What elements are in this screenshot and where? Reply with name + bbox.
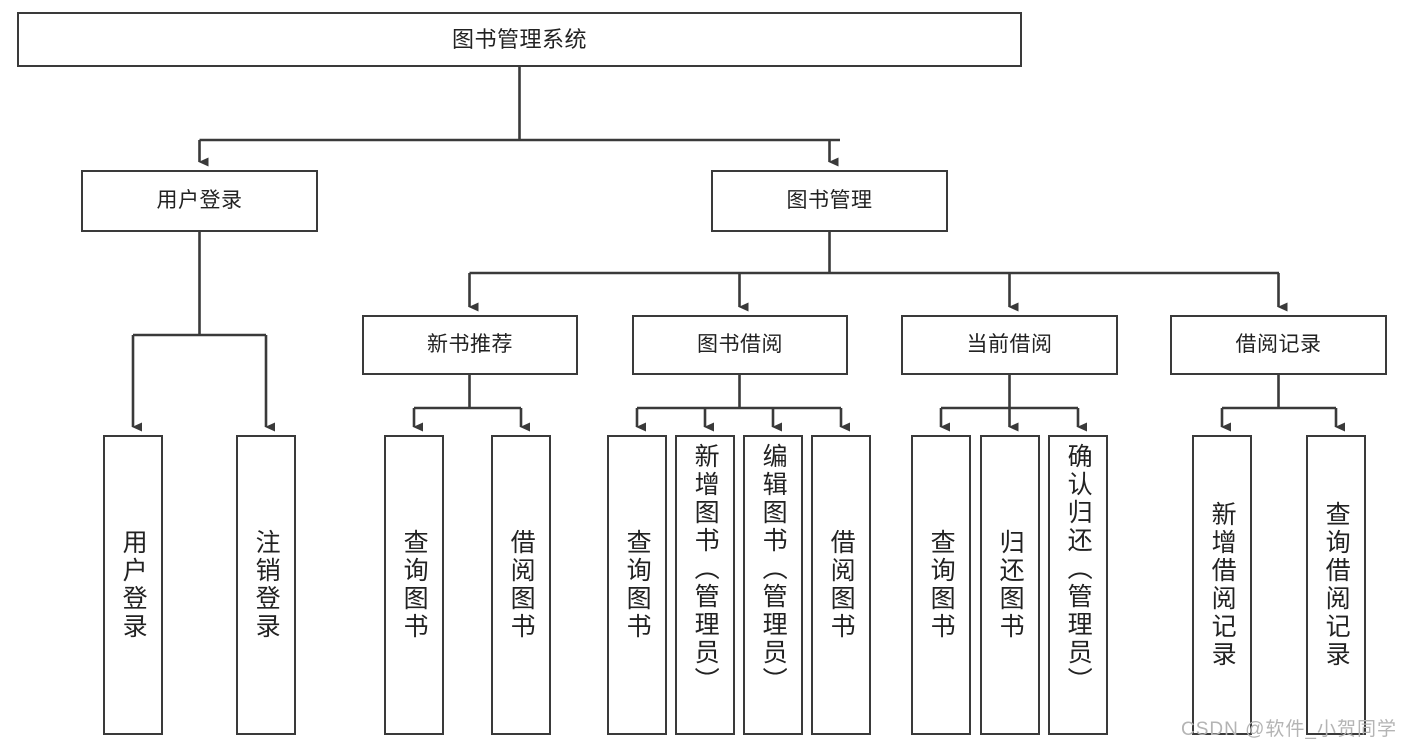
node-leaf-user-login-label: 用户登录: [119, 529, 148, 641]
node-leaf-query-book-1[interactable]: 查询图书: [384, 435, 444, 735]
node-book-manage-label: 图书管理: [786, 188, 873, 212]
node-leaf-logout-label: 注销登录: [252, 529, 281, 641]
node-leaf-add-record-label: 新增借阅记录: [1208, 501, 1237, 669]
node-leaf-borrow-book-2[interactable]: 借阅图书: [811, 435, 871, 735]
node-new-book-recommend[interactable]: 新书推荐: [362, 315, 578, 375]
node-leaf-query-book-3[interactable]: 查询图书: [911, 435, 971, 735]
node-user-login[interactable]: 用户登录: [81, 170, 318, 232]
node-borrow-record-label: 借阅记录: [1235, 332, 1322, 356]
node-leaf-edit-book[interactable]: 编辑图书（管理员）: [743, 435, 803, 735]
node-leaf-add-book[interactable]: 新增图书（管理员）: [675, 435, 735, 735]
node-book-borrow-label: 图书借阅: [697, 332, 783, 356]
node-leaf-borrow-book-2-label: 借阅图书: [827, 529, 856, 641]
node-leaf-query-book-2[interactable]: 查询图书: [607, 435, 667, 735]
node-leaf-query-book-1-label: 查询图书: [400, 529, 429, 641]
node-leaf-confirm-return-label: 确认归还（管理员）: [1064, 443, 1093, 695]
node-leaf-borrow-book-1[interactable]: 借阅图书: [491, 435, 551, 735]
node-user-login-label: 用户登录: [156, 188, 243, 212]
node-leaf-logout[interactable]: 注销登录: [236, 435, 296, 735]
node-borrow-record[interactable]: 借阅记录: [1170, 315, 1387, 375]
node-leaf-query-record[interactable]: 查询借阅记录: [1306, 435, 1366, 735]
node-root[interactable]: 图书管理系统: [17, 12, 1022, 67]
node-current-borrow-label: 当前借阅: [966, 332, 1053, 356]
node-leaf-query-book-2-label: 查询图书: [623, 529, 652, 641]
node-book-borrow[interactable]: 图书借阅: [632, 315, 848, 375]
node-leaf-add-record[interactable]: 新增借阅记录: [1192, 435, 1252, 735]
node-book-manage[interactable]: 图书管理: [711, 170, 948, 232]
node-leaf-query-record-label: 查询借阅记录: [1322, 501, 1351, 669]
node-leaf-return-book-label: 归还图书: [996, 529, 1025, 641]
node-leaf-user-login[interactable]: 用户登录: [103, 435, 163, 735]
node-leaf-edit-book-label: 编辑图书（管理员）: [759, 443, 788, 695]
watermark-text: CSDN @软件_小贺同学: [1181, 719, 1397, 740]
node-current-borrow[interactable]: 当前借阅: [901, 315, 1118, 375]
node-leaf-borrow-book-1-label: 借阅图书: [507, 529, 536, 641]
node-leaf-return-book[interactable]: 归还图书: [980, 435, 1040, 735]
node-leaf-add-book-label: 新增图书（管理员）: [691, 443, 720, 695]
node-leaf-query-book-3-label: 查询图书: [927, 529, 956, 641]
node-root-label: 图书管理系统: [451, 26, 587, 52]
node-new-book-recommend-label: 新书推荐: [427, 332, 513, 356]
node-leaf-confirm-return[interactable]: 确认归还（管理员）: [1048, 435, 1108, 735]
